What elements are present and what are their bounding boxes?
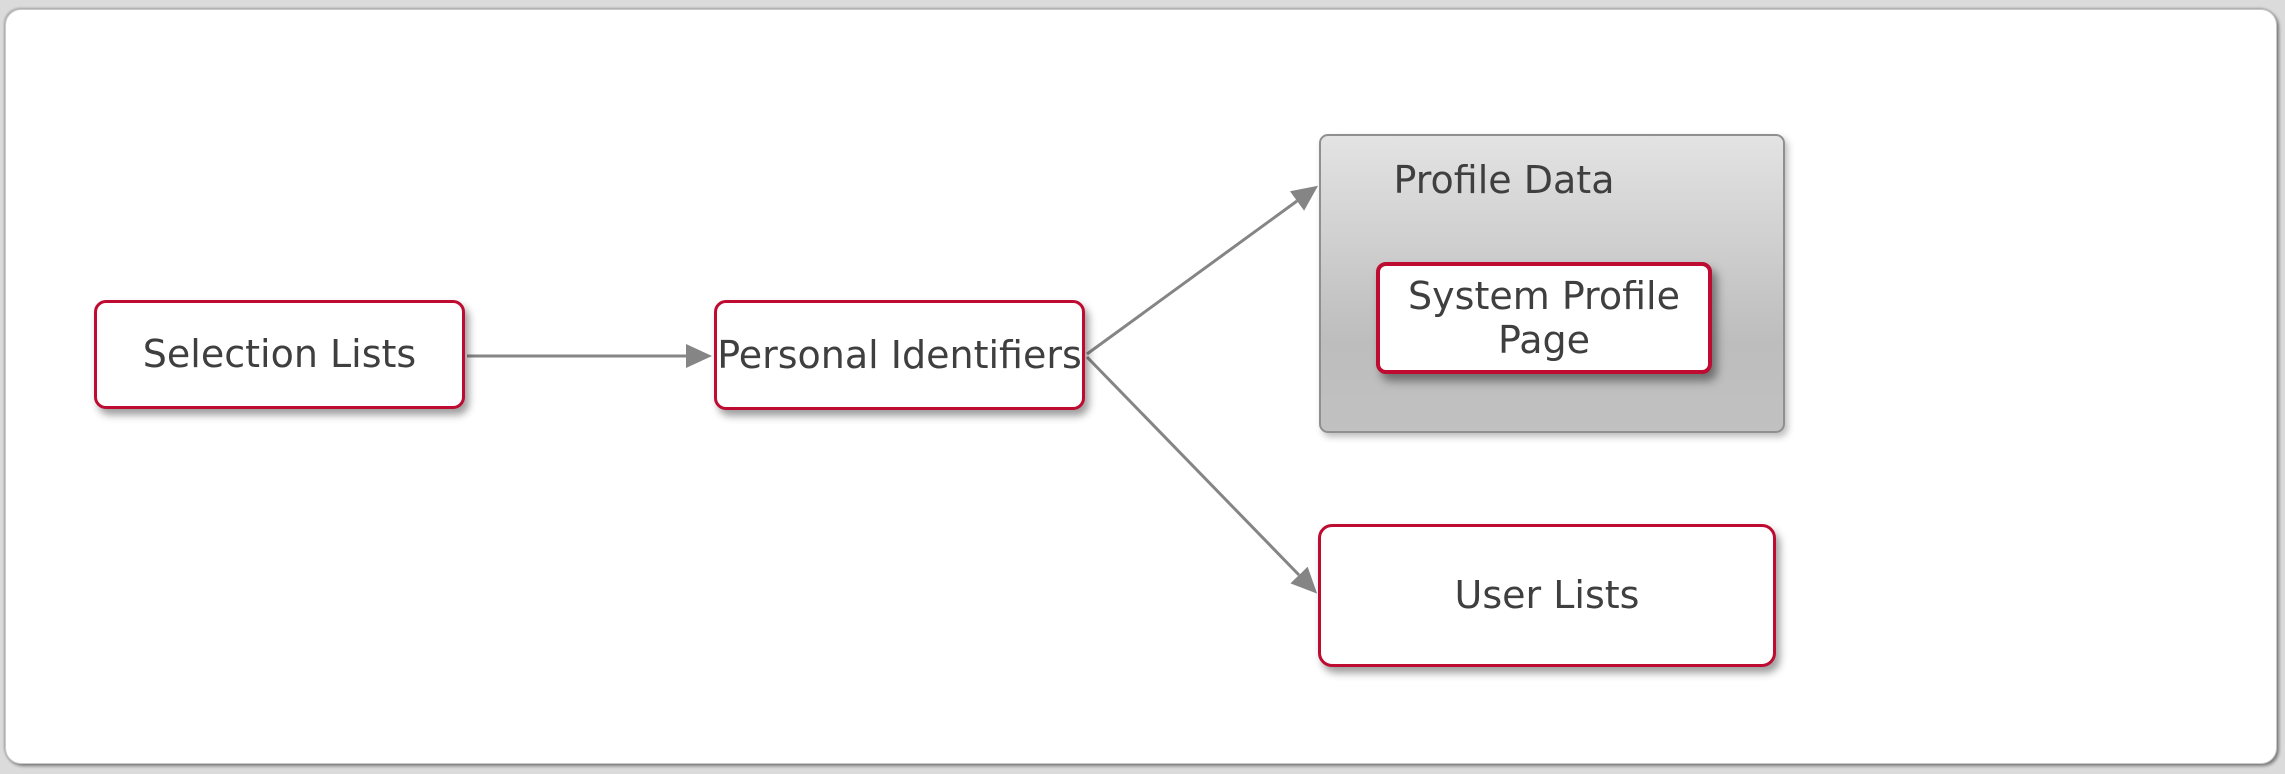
node-personal-identifiers[interactable]: Personal Identifiers — [714, 300, 1085, 410]
node-selection-lists-label: Selection Lists — [142, 332, 417, 377]
diagram-page: Selection Lists Personal Identifiers Pro… — [5, 9, 2277, 764]
node-user-lists[interactable]: User Lists — [1318, 524, 1776, 667]
node-system-profile-page-label: System Profile Page — [1408, 273, 1680, 362]
group-profile-data[interactable]: Profile Data System Profile Page — [1319, 134, 1785, 433]
node-selection-lists[interactable]: Selection Lists — [94, 300, 465, 409]
edge-personal-identifiers-to-user-lists — [1085, 355, 1318, 594]
node-user-lists-label: User Lists — [1454, 573, 1640, 618]
group-profile-data-label: Profile Data — [1393, 158, 1615, 202]
node-system-profile-page[interactable]: System Profile Page — [1376, 262, 1712, 374]
edges-layer — [467, 185, 1319, 594]
node-personal-identifiers-label: Personal Identifiers — [717, 332, 1082, 377]
edge-personal-identifiers-to-profile-data — [1086, 185, 1319, 356]
